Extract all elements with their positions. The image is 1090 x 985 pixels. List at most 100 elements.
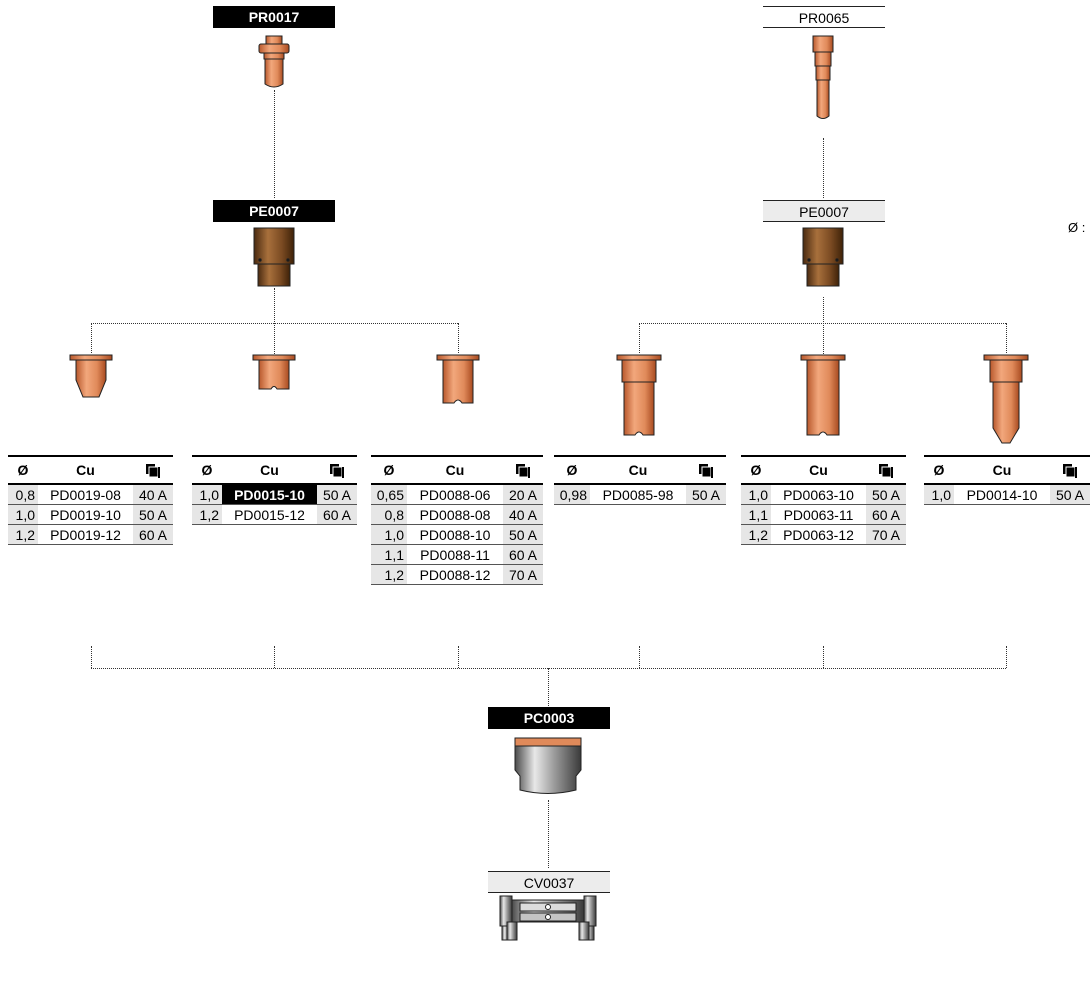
part-code-cell: PD0063-10 xyxy=(771,484,866,505)
amperage-cell: 50 A xyxy=(133,504,173,525)
part-code-cell: PD0019-08 xyxy=(38,484,133,505)
connector-line xyxy=(458,323,459,353)
cap-label: PC0003 xyxy=(488,707,610,729)
amperage-cell: 50 A xyxy=(866,484,906,505)
connector-line xyxy=(548,800,549,868)
electrode-label-right: PR0065 xyxy=(763,6,885,28)
amperage-header xyxy=(503,455,543,485)
connector-line xyxy=(274,646,275,668)
part-code-cell: PD0019-12 xyxy=(38,524,133,545)
nozzle-long-icon xyxy=(800,354,846,436)
diffuser-label-left: PE0007 xyxy=(213,200,335,222)
part-code-cell: PD0088-11 xyxy=(407,544,503,565)
nozzle-conical-icon xyxy=(69,354,113,398)
diameter-cell: 1,0 xyxy=(192,484,222,505)
diameter-header: Ø xyxy=(554,455,590,485)
connector-line xyxy=(91,646,92,668)
amperage-cell: 70 A xyxy=(503,564,543,585)
nozzle-short-icon xyxy=(252,354,296,390)
diffuser-right-icon xyxy=(802,227,844,287)
diameter-header: Ø xyxy=(371,455,407,485)
diameter-header: Ø xyxy=(192,455,222,485)
connector-line xyxy=(1006,646,1007,668)
stack-icon xyxy=(330,463,344,478)
diameter-cell: 1,0 xyxy=(8,504,38,525)
part-code-cell: PD0019-10 xyxy=(38,504,133,525)
amperage-header xyxy=(686,455,726,485)
amperage-cell: 50 A xyxy=(1050,484,1090,505)
part-code-cell: PD0088-08 xyxy=(407,504,503,525)
copper-header: Cu xyxy=(222,455,317,485)
part-code-cell: PD0085-98 xyxy=(590,484,686,505)
amperage-header xyxy=(866,455,906,485)
amperage-header xyxy=(317,455,357,485)
copper-header: Cu xyxy=(407,455,503,485)
diameter-header: Ø xyxy=(924,455,954,485)
diameter-cell: 1,1 xyxy=(741,504,771,525)
spacer-label: CV0037 xyxy=(488,871,610,893)
spacer-icon xyxy=(499,895,597,941)
connector-line xyxy=(823,297,824,354)
connector-line xyxy=(458,646,459,668)
electrode-label-left: PR0017 xyxy=(213,6,335,28)
electrode-left-icon xyxy=(258,35,290,88)
copper-header: Cu xyxy=(954,455,1050,485)
amperage-header xyxy=(1050,455,1090,485)
part-code-cell: PD0088-10 xyxy=(407,524,503,545)
connector-line xyxy=(823,646,824,668)
amperage-cell: 70 A xyxy=(866,524,906,545)
stack-icon xyxy=(1063,463,1077,478)
connector-line xyxy=(639,323,640,353)
stack-icon xyxy=(146,463,160,478)
stack-icon xyxy=(516,463,530,478)
diffuser-left-icon xyxy=(253,227,295,287)
diameter-header: Ø xyxy=(741,455,771,485)
diameter-cell: 0,98 xyxy=(554,484,590,505)
diameter-cell: 1,2 xyxy=(741,524,771,545)
diameter-cell: 1,2 xyxy=(8,524,38,545)
connector-line xyxy=(823,138,824,198)
part-code-cell: PD0014-10 xyxy=(954,484,1050,505)
amperage-cell: 60 A xyxy=(503,544,543,565)
stack-icon xyxy=(699,463,713,478)
connector-line xyxy=(639,323,1006,324)
amperage-cell: 60 A xyxy=(133,524,173,545)
amperage-cell: 20 A xyxy=(503,484,543,505)
amperage-cell: 60 A xyxy=(866,504,906,525)
copper-header: Cu xyxy=(771,455,866,485)
diameter-cell: 1,0 xyxy=(371,524,407,545)
amperage-cell: 40 A xyxy=(133,484,173,505)
nozzle-medium-icon xyxy=(436,354,480,404)
amperage-cell: 50 A xyxy=(686,484,726,505)
amperage-cell: 40 A xyxy=(503,504,543,525)
diameter-cell: 1,2 xyxy=(371,564,407,585)
cap-icon xyxy=(514,737,582,794)
part-code-cell: PD0088-06 xyxy=(407,484,503,505)
nozzle-long-pointed-icon xyxy=(983,354,1029,444)
part-code-cell: PD0015-12 xyxy=(222,504,317,525)
electrode-right-icon xyxy=(812,35,834,119)
connector-line xyxy=(91,323,458,324)
part-code-cell: PD0063-11 xyxy=(771,504,866,525)
part-code-cell-highlighted: PD0015-10 xyxy=(222,484,317,505)
diameter-cell: 1,0 xyxy=(741,484,771,505)
connector-line xyxy=(274,288,275,354)
amperage-header xyxy=(133,455,173,485)
